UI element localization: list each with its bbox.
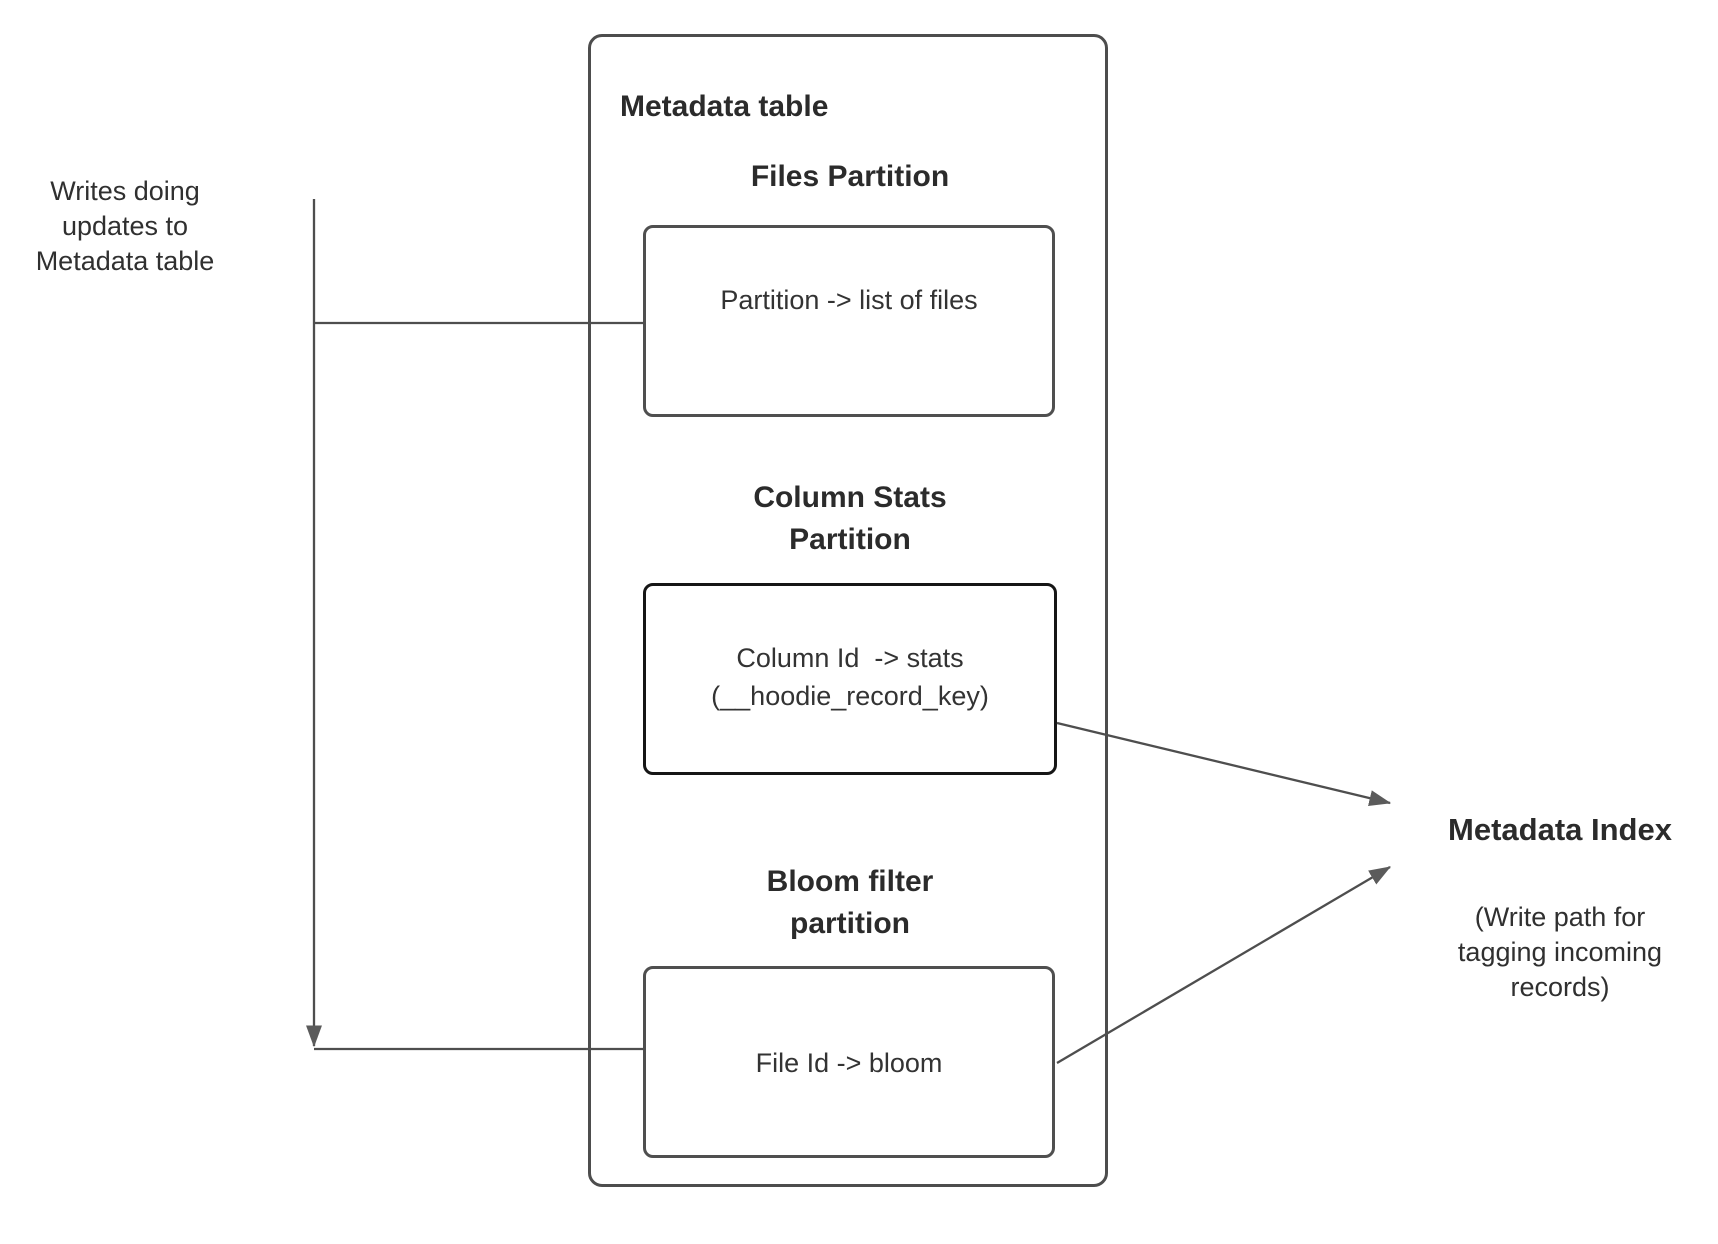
column-stats-partition-heading: Column Stats Partition — [753, 481, 947, 556]
metadata-index-subtitle: (Write path for tagging incoming records… — [1457, 902, 1663, 1002]
bloom-filter-partition-label: File Id -> bloom — [755, 1048, 943, 1078]
files-partition-label: Partition -> list of files — [720, 285, 978, 315]
bloom-filter-partition-heading: Bloom filter partition — [766, 865, 934, 940]
column-stats-partition-label: Column Id -> stats (__hoodie_record_key) — [711, 643, 989, 711]
bloom-filter-partition-box: File Id -> bloom — [643, 966, 1055, 1158]
metadata-table-title: Metadata table — [620, 90, 829, 123]
files-partition-box: Partition -> list of files — [643, 225, 1055, 417]
writes-updates-note: Writes doing updates to Metadata table — [35, 176, 215, 276]
files-partition-heading: Files Partition — [750, 160, 950, 193]
metadata-index-title: Metadata Index — [1448, 812, 1672, 847]
column-stats-partition-box: Column Id -> stats (__hoodie_record_key) — [643, 583, 1057, 775]
